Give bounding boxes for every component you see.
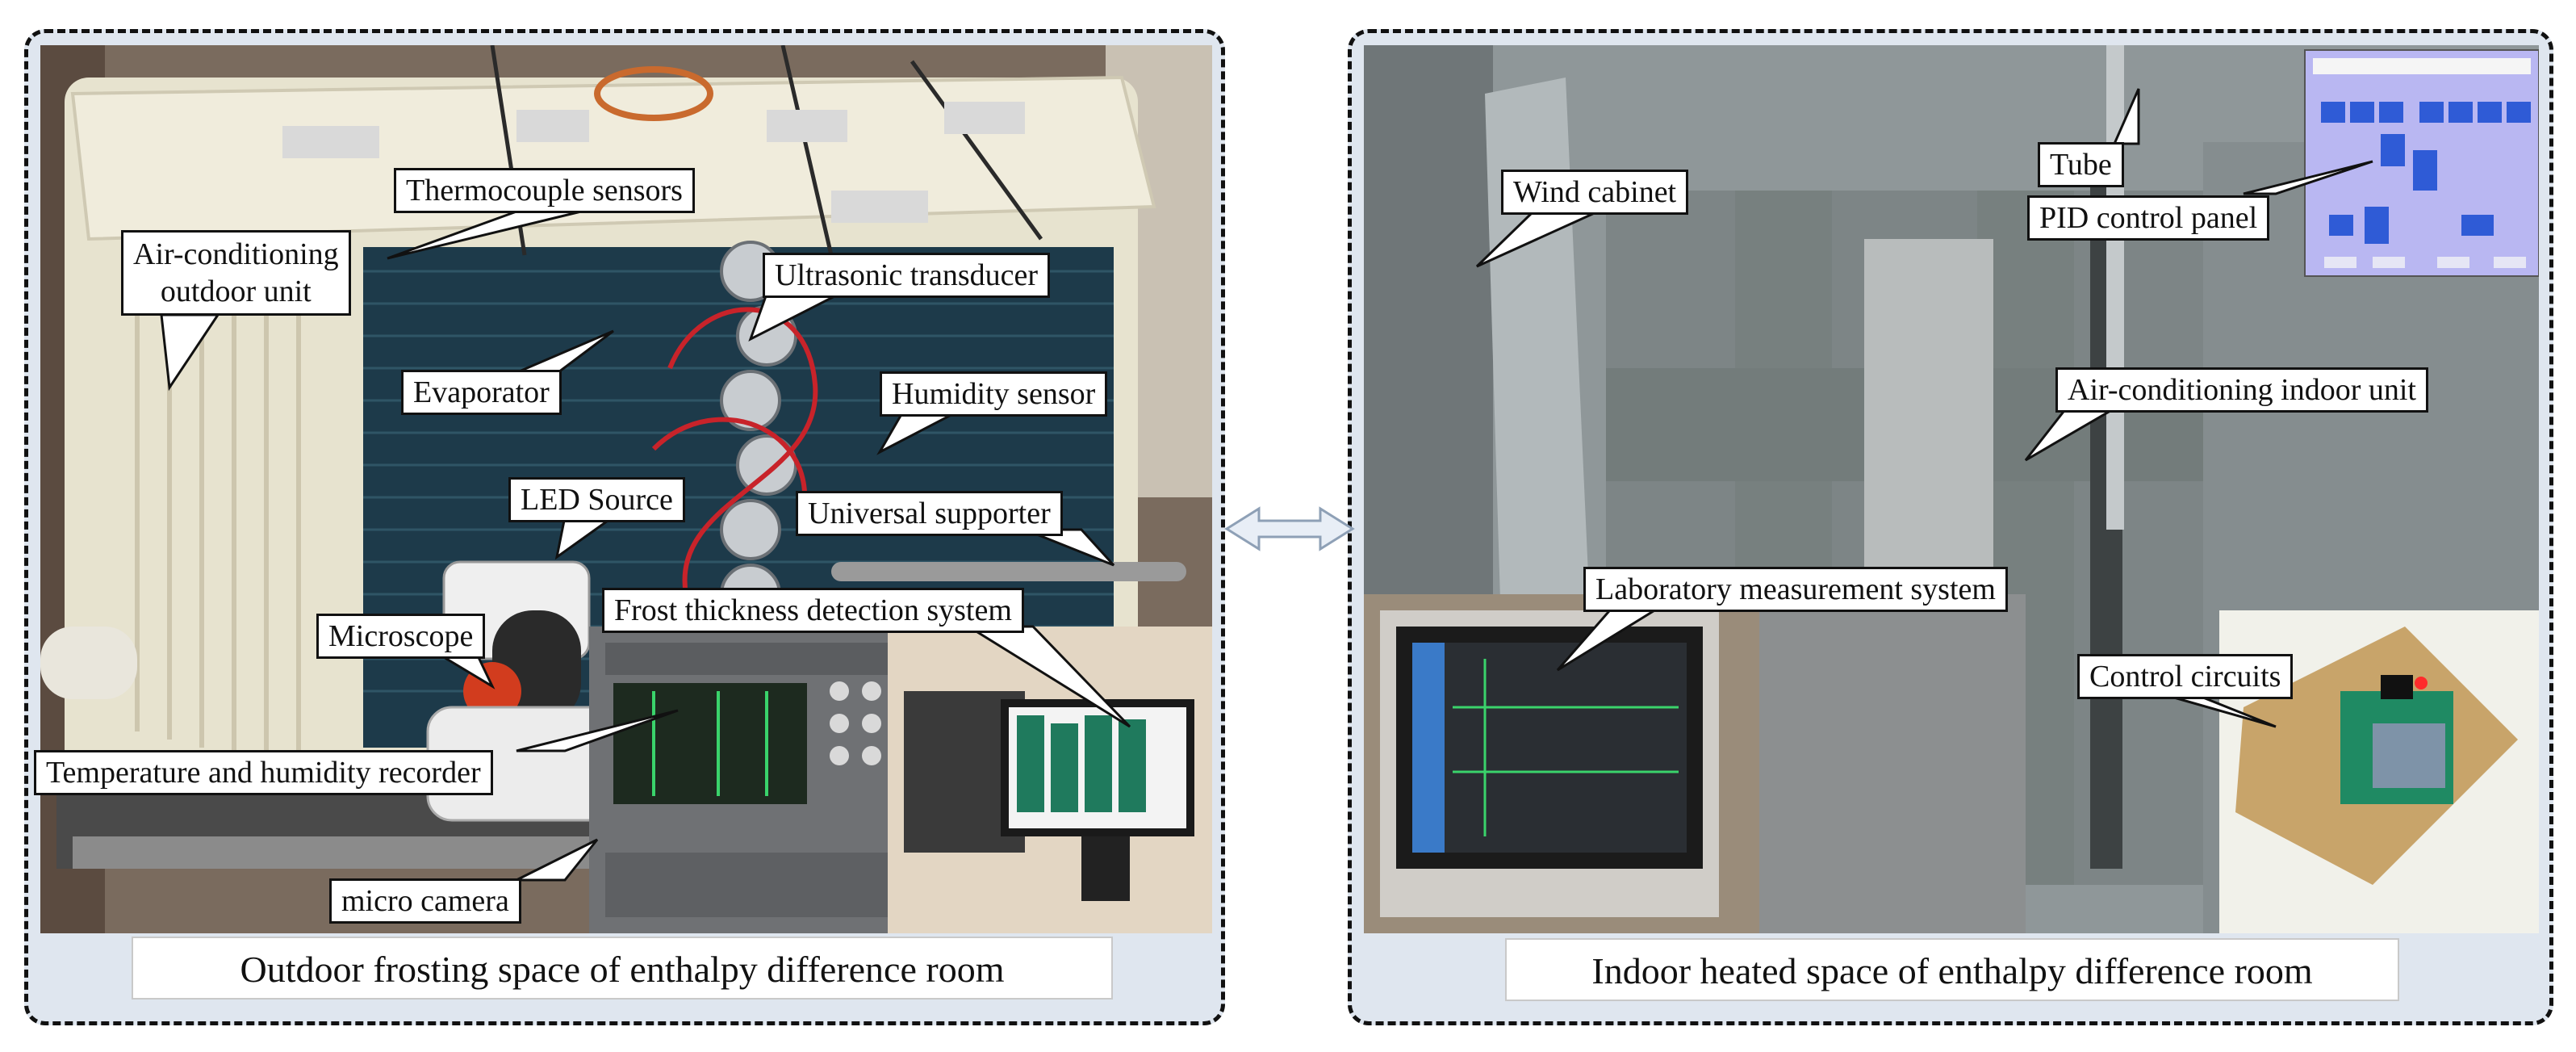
universal-supporter-label: Universal supporter — [796, 491, 1063, 536]
tube-label: Tube — [2038, 142, 2124, 187]
outdoor-caption: Outdoor frosting space of enthalpy diffe… — [132, 937, 1113, 1000]
wind-cabinet-label: Wind cabinet — [1501, 170, 1689, 215]
thermocouple-sensors-label: Thermocouple sensors — [394, 168, 695, 213]
ac-indoor-unit-label: Air-conditioning indoor unit — [2055, 367, 2428, 413]
lab-measurement-label: Laboratory measurement system — [1583, 567, 2008, 612]
recorder-label: Temperature and humidity recorder — [34, 750, 493, 795]
led-source-label: LED Source — [508, 477, 685, 522]
humidity-sensor-label: Humidity sensor — [880, 371, 1108, 417]
ac-outdoor-unit-label: Air-conditioning outdoor unit — [121, 230, 351, 316]
frost-thickness-label: Frost thickness detection system — [602, 588, 1024, 633]
ultrasonic-transducer-label: Ultrasonic transducer — [763, 253, 1051, 298]
ac-outdoor-line1: Air-conditioning — [133, 237, 339, 271]
ac-outdoor-line2: outdoor unit — [160, 275, 312, 308]
control-circuits-label: Control circuits — [2077, 654, 2294, 699]
microscope-label: Microscope — [316, 614, 486, 659]
pid-control-panel-label: PID control panel — [2027, 195, 2270, 241]
evaporator-label: Evaporator — [401, 370, 562, 415]
micro-camera-label: micro camera — [329, 878, 521, 924]
indoor-caption: Indoor heated space of enthalpy differen… — [1505, 938, 2399, 1001]
